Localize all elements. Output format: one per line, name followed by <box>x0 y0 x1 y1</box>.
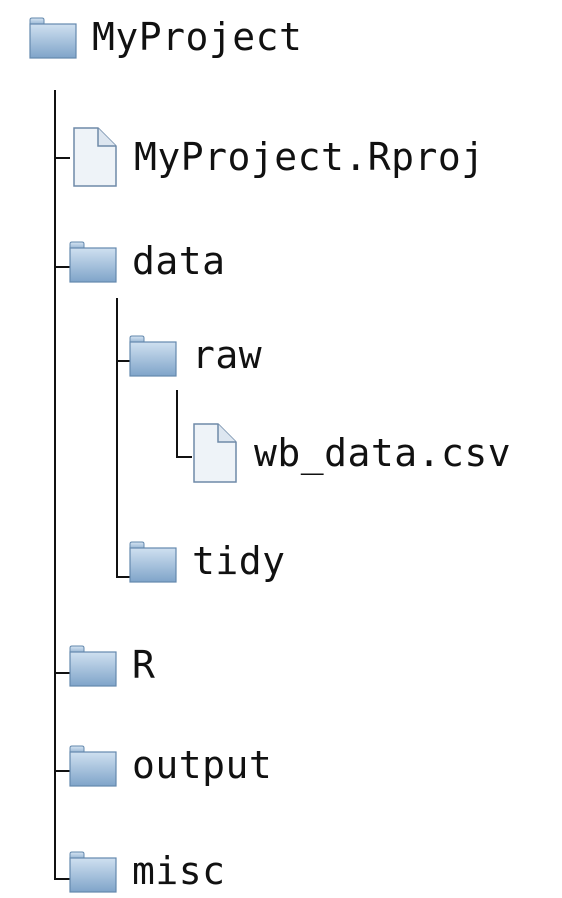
tree-node-label: MyProject.Rproj <box>134 135 485 179</box>
connector-h-output <box>54 770 70 772</box>
tree-node-label: R <box>132 643 156 687</box>
connector-h-r <box>54 672 70 674</box>
tree-node-label: data <box>132 239 226 283</box>
folder-icon <box>69 241 117 283</box>
tree-node-file[interactable]: wb_data.csv <box>190 422 550 484</box>
folder-icon <box>129 541 177 583</box>
file-icon <box>193 423 237 483</box>
tree-node-folder[interactable]: R <box>68 640 268 690</box>
tree-node-root[interactable]: MyProject <box>28 12 368 62</box>
tree-node-file[interactable]: MyProject.Rproj <box>70 126 540 188</box>
folder-icon <box>69 645 117 687</box>
connector-main-vertical <box>54 90 56 880</box>
folder-icon <box>129 335 177 377</box>
connector-data-vertical <box>116 298 118 578</box>
tree-node-label: wb_data.csv <box>254 431 512 475</box>
tree-node-folder[interactable]: output <box>68 740 328 790</box>
folder-icon <box>29 17 77 59</box>
connector-h-raw <box>116 360 130 362</box>
file-icon <box>73 127 117 187</box>
tree-node-label: raw <box>192 333 263 377</box>
folder-icon <box>69 745 117 787</box>
folder-icon <box>69 851 117 893</box>
tree-node-label: tidy <box>192 539 286 583</box>
tree-node-folder[interactable]: misc <box>68 846 288 896</box>
tree-node-folder[interactable]: tidy <box>128 536 328 586</box>
connector-h-misc <box>54 878 70 880</box>
tree-node-folder[interactable]: raw <box>128 330 328 380</box>
connector-h-wbdata <box>176 456 192 458</box>
connector-h-myproject-rproj <box>54 157 70 159</box>
connector-h-data <box>54 266 70 268</box>
connector-h-tidy <box>116 576 130 578</box>
tree-node-label: output <box>132 743 273 787</box>
tree-node-label: MyProject <box>92 15 303 59</box>
tree-node-label: misc <box>132 849 226 893</box>
tree-node-folder[interactable]: data <box>68 236 308 286</box>
connector-raw-vertical <box>176 390 178 458</box>
